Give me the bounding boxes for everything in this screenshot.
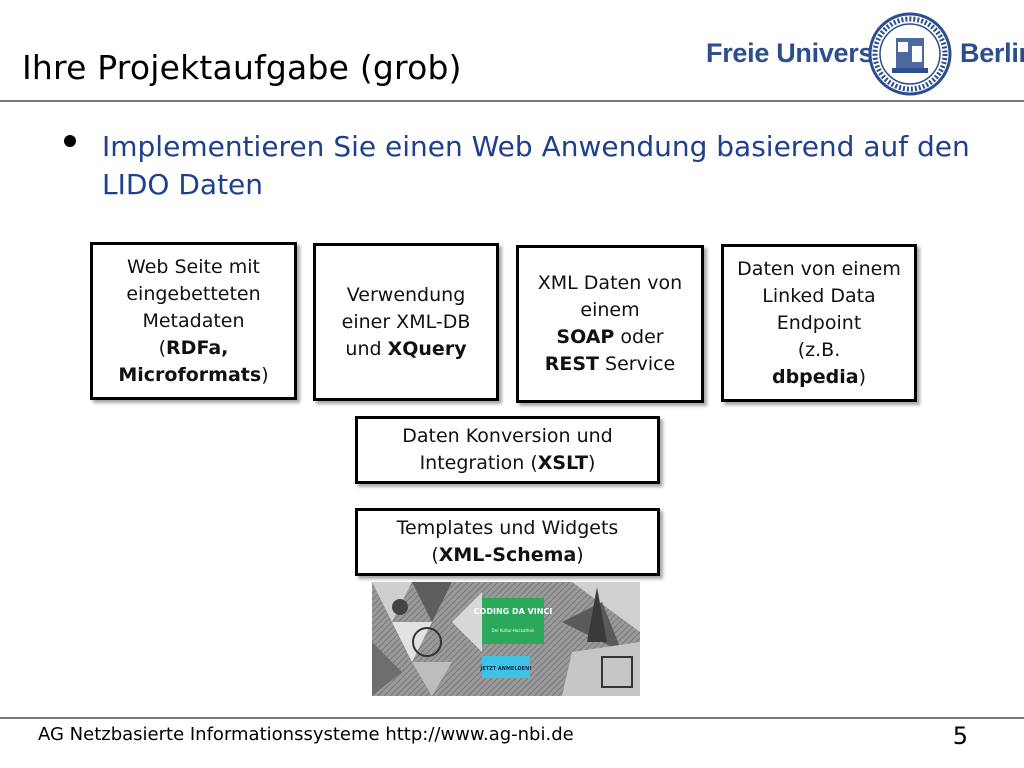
box-web-page-close: ): [261, 363, 269, 386]
box-web-page: Web Seite mit eingebetteten Metadaten (R…: [90, 242, 297, 400]
box-xmldb: Verwendung einer XML-DB und XQuery: [313, 243, 499, 401]
university-seal-icon: [868, 12, 952, 96]
box-conversion-bold: XSLT: [537, 452, 588, 474]
logo-right-text: Berlin: [960, 38, 1024, 68]
bullet-text: Implementieren Sie einen Web Anwendung b…: [102, 130, 970, 201]
box-soap-text: XML Daten von einem: [537, 272, 683, 321]
box-linked-close: ): [858, 365, 867, 388]
header-divider: [0, 100, 1024, 102]
poster-button-text: JETZT ANMELDEN!: [479, 666, 531, 672]
poster-sub-text: Der Kultur-Hackathon: [492, 628, 535, 633]
poster-collage-image: CODING DA VINCI Der Kultur-Hackathon JET…: [372, 582, 640, 696]
box-xmldb-text: Verwendung einer XML-DB und: [341, 283, 471, 360]
box-soap-bold2: REST: [544, 353, 599, 375]
box-linked-open: (z.B.: [797, 338, 841, 361]
box-linked-bold: dbpedia: [771, 365, 859, 388]
footer-text: AG Netzbasierte Informationssysteme http…: [38, 724, 574, 745]
poster-logo-text: CODING DA VINCI: [474, 607, 553, 616]
box-linked-text: Daten von einem Linked Data Endpoint: [737, 257, 901, 334]
box-conversion-close: ): [588, 452, 596, 474]
page-number: 5: [952, 722, 968, 750]
box-soap-bold1: SOAP: [556, 326, 615, 348]
box-web-page-open: (: [158, 336, 167, 359]
box-soap-mid: oder: [620, 326, 664, 348]
coding-da-vinci-poster: CODING DA VINCI Der Kultur-Hackathon JET…: [372, 582, 640, 696]
box-soap-tail: Service: [605, 353, 676, 375]
fu-berlin-logo: Freie Universität Berlin: [706, 10, 1024, 96]
box-templates-close: ): [576, 544, 584, 566]
bullet-dot: [64, 135, 76, 147]
box-templates-text: Templates und Widgets (: [396, 517, 619, 566]
box-web-page-bold: RDFa, Microformats: [118, 336, 262, 386]
box-templates: Templates und Widgets (XML-Schema): [355, 508, 660, 576]
box-xmldb-bold: XQuery: [387, 337, 467, 360]
box-conversion: Daten Konversion und Integration (XSLT): [355, 416, 660, 484]
slide-title: Ihre Projektaufgabe (grob): [22, 48, 462, 87]
box-templates-bold: XML-Schema: [438, 544, 577, 566]
box-soap: XML Daten von einem SOAP oder REST Servi…: [516, 245, 704, 403]
box-web-page-text: Web Seite mit eingebetteten Metadaten: [126, 255, 261, 332]
box-conversion-text: Daten Konversion und Integration (: [402, 425, 613, 474]
footer-divider: [0, 717, 1024, 719]
box-linked-data: Daten von einem Linked Data Endpoint (z.…: [721, 244, 917, 402]
